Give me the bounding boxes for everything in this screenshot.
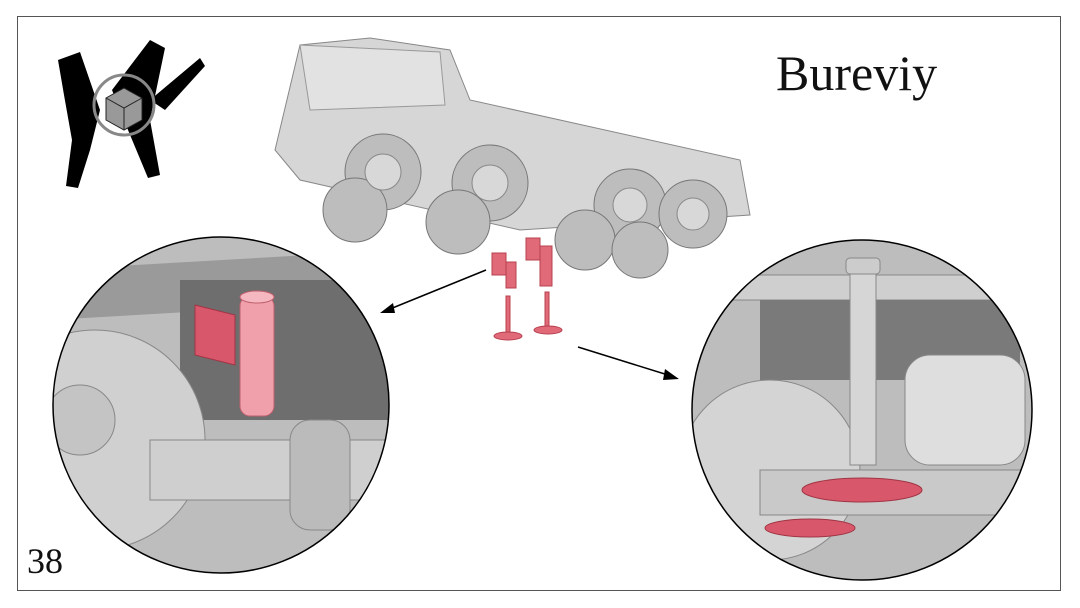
highlighted-parts	[491, 237, 563, 341]
detail-view-left	[53, 237, 389, 573]
arrow-icon	[380, 269, 487, 313]
page-title: Bureviy	[776, 45, 938, 101]
truck-model	[274, 37, 751, 279]
arrow-icon	[577, 346, 679, 380]
detail-view-right	[692, 240, 1032, 580]
page-number: 38	[27, 541, 63, 581]
brand-logo	[58, 40, 205, 188]
page-frame	[17, 16, 1061, 591]
